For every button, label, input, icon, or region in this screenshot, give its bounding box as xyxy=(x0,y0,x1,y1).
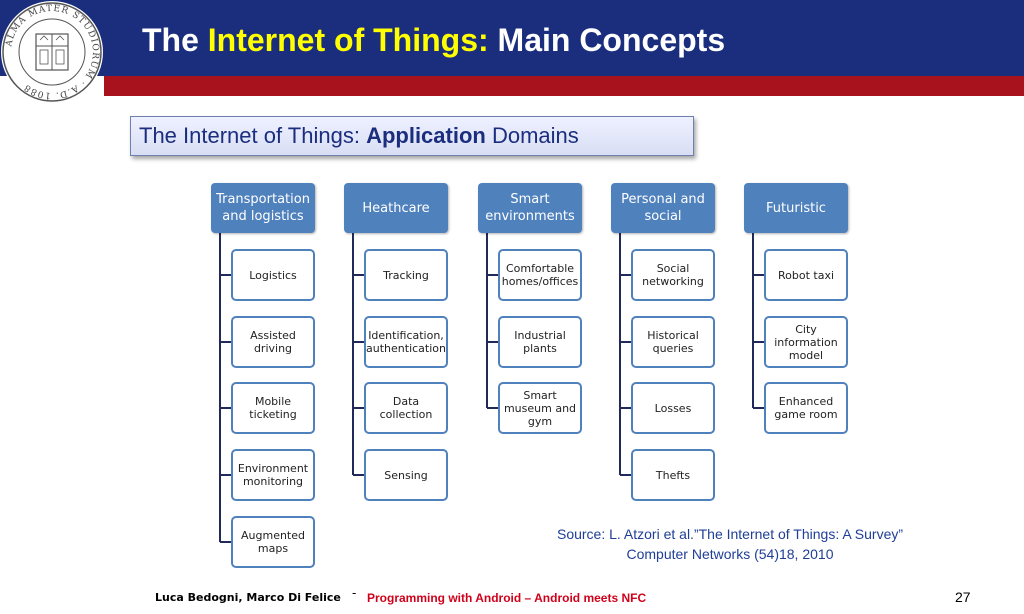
domain-item: Historical queries xyxy=(631,316,715,368)
header-bar xyxy=(0,0,1024,76)
title-suffix: Main Concepts xyxy=(488,22,726,58)
domain-item: Robot taxi xyxy=(764,249,848,301)
category-header: Transportation and logistics xyxy=(211,183,315,233)
domain-item: Assisted driving xyxy=(231,316,315,368)
domain-item: Data collection xyxy=(364,382,448,434)
domain-item: Industrial plants xyxy=(498,316,582,368)
header-accent-bar xyxy=(104,76,1024,96)
footer-authors: Luca Bedogni, Marco Di Felice xyxy=(155,591,341,604)
domain-item: Identification, authentication xyxy=(364,316,448,368)
domain-item: Enhanced game room xyxy=(764,382,848,434)
page-number: 27 xyxy=(955,589,971,605)
source-line-1: Source: L. Atzori et al.”The Internet of… xyxy=(556,526,904,542)
domain-item: Mobile ticketing xyxy=(231,382,315,434)
subtitle-prefix: The Internet of Things: xyxy=(139,123,367,148)
domain-item: Comfortable homes/offices xyxy=(498,249,582,301)
university-seal-logo: ALMA MATER STUDIORUM · A.D. 1088 xyxy=(1,1,103,103)
domain-item: Logistics xyxy=(231,249,315,301)
source-citation: Source: L. Atzori et al.”The Internet of… xyxy=(480,524,980,564)
domain-item: Smart museum and gym xyxy=(498,382,582,434)
source-line-2: Computer Networks (54)18, 2010 xyxy=(626,546,834,562)
category-header: Personal and social xyxy=(611,183,715,233)
domain-item: Social networking xyxy=(631,249,715,301)
domain-item: Augmented maps xyxy=(231,516,315,568)
domain-item: City information model xyxy=(764,316,848,368)
title-prefix: The xyxy=(142,22,208,58)
category-header: Futuristic xyxy=(744,183,848,233)
title-highlight: Internet of Things: xyxy=(207,22,489,58)
domain-item: Thefts xyxy=(631,449,715,501)
footer-course-title: Programming with Android – Android meets… xyxy=(367,591,647,605)
domain-item: Losses xyxy=(631,382,715,434)
category-header: Heathcare xyxy=(344,183,448,233)
subtitle-suffix: Domains xyxy=(485,123,579,148)
domain-item: Environment monitoring xyxy=(231,449,315,501)
domain-item: Sensing xyxy=(364,449,448,501)
slide-title: The Internet of Things: Main Concepts xyxy=(142,20,725,60)
footer-separator: - xyxy=(352,585,357,600)
subtitle-bold: Application xyxy=(366,123,486,148)
category-header: Smart environments xyxy=(478,183,582,233)
domain-item: Tracking xyxy=(364,249,448,301)
subtitle-box: The Internet of Things: Application Doma… xyxy=(130,116,694,156)
